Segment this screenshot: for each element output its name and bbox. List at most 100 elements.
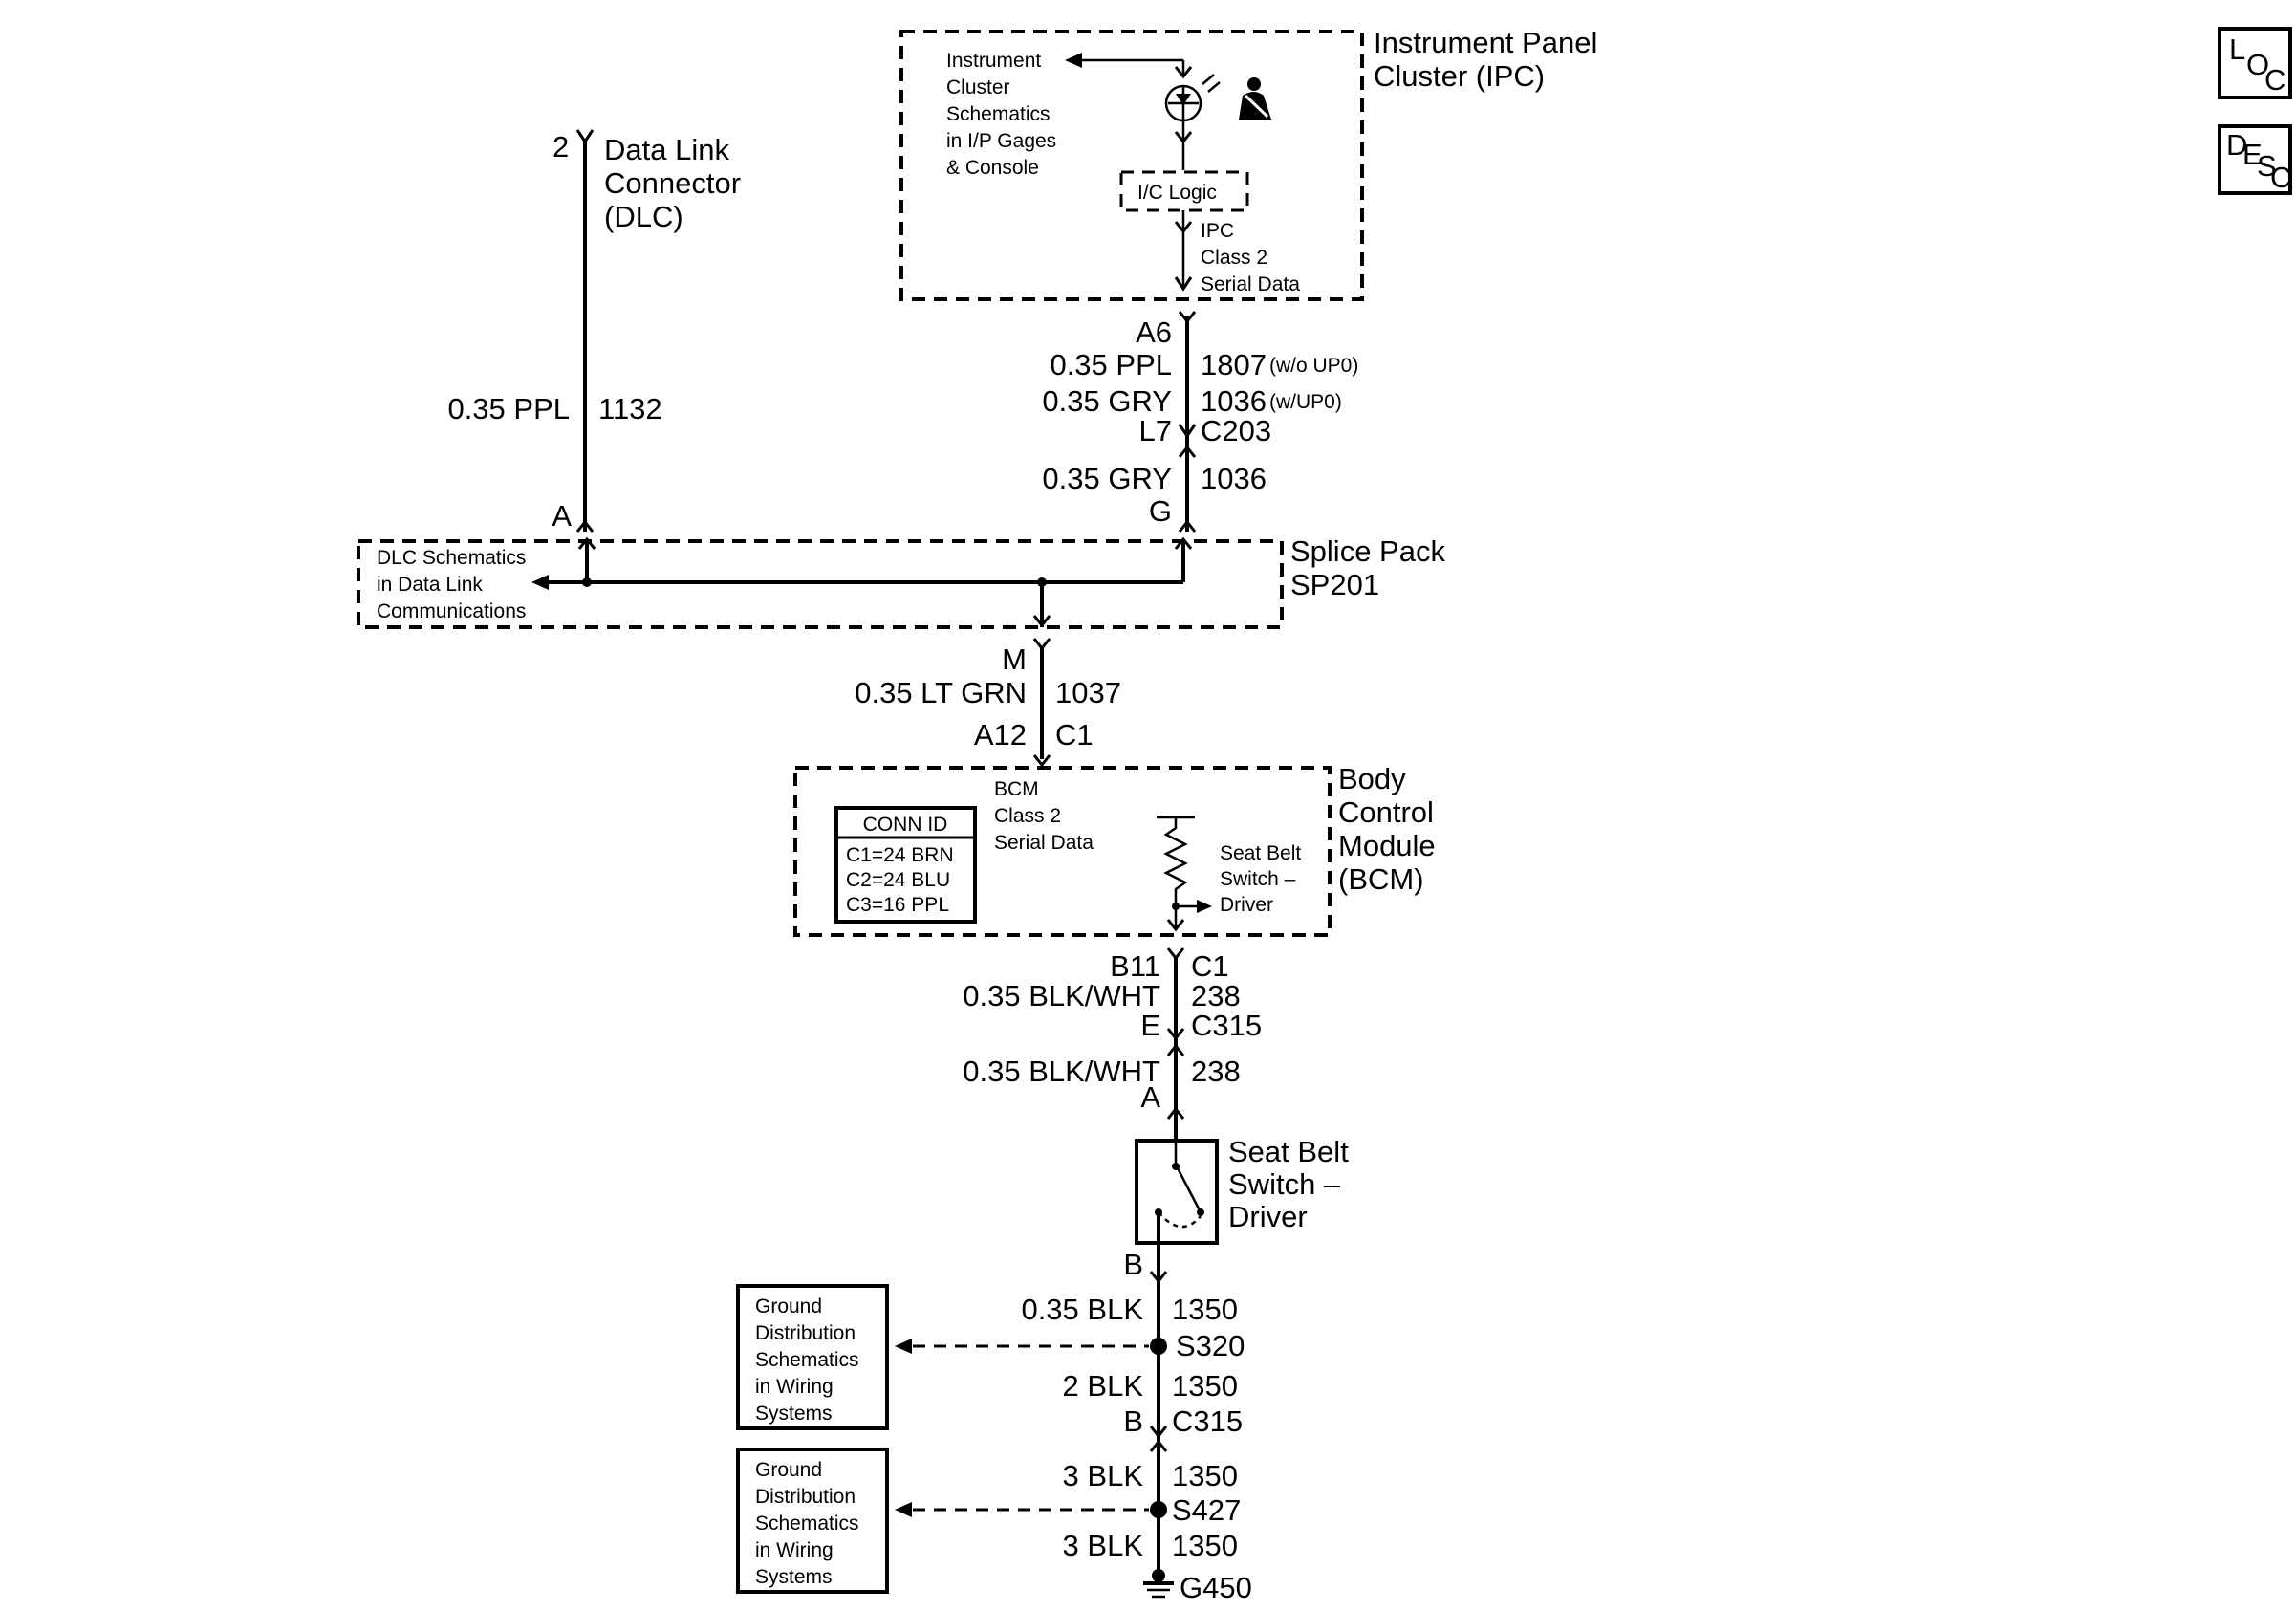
connector-a12 <box>1032 754 1051 768</box>
ipc-serial-line2: Class 2 <box>1201 247 1267 269</box>
pin-a6: A6 <box>1136 316 1172 349</box>
switch-wire-size-color-a: 0.35 BLK/WHT <box>963 979 1160 1012</box>
dlc-title-line2: Connector <box>604 166 741 200</box>
connector-c1-switch: C1 <box>1191 949 1229 983</box>
conn-id-c3: C3=16 PPL <box>846 894 949 916</box>
splice-title-line1: Splice Pack <box>1290 534 1445 568</box>
ipc-ref-arrow-head <box>1065 53 1082 68</box>
splice-ref-line1: DLC Schematics <box>377 547 526 569</box>
connector-c203-label: C203 <box>1201 414 1271 447</box>
switch-wire-size-color-b: 0.35 BLK/WHT <box>963 1055 1160 1088</box>
option-wo-up0: (w/o UP0) <box>1269 355 1358 377</box>
ic-logic-label: I/C Logic <box>1137 182 1217 204</box>
pin-a12: A12 <box>974 718 1027 751</box>
splice-node-bcm <box>1037 577 1047 587</box>
ipc-title-line1: Instrument Panel <box>1374 26 1597 59</box>
circuit-1350-b: 1350 <box>1172 1369 1238 1403</box>
ipc-serial-arrow <box>1174 276 1193 292</box>
circuit-238-b: 238 <box>1191 1055 1241 1088</box>
desc-button[interactable]: D E S C <box>2218 124 2292 195</box>
connector-a-switch <box>1166 1106 1185 1120</box>
switch-title-line2: Switch – <box>1228 1167 1341 1201</box>
connector-c203-lower <box>1178 424 1197 439</box>
ipc-ref-line1: Instrument <box>946 50 1041 72</box>
ground-ref1-line4: in Wiring <box>755 1376 834 1398</box>
splice-bcm-exit <box>1032 615 1051 628</box>
desc-letter-c: C <box>2270 161 2291 194</box>
splice-s320-label: S320 <box>1176 1329 1245 1362</box>
bcm-title-line3: Module <box>1338 829 1436 862</box>
ipc-lamp-connector-top <box>1174 66 1193 79</box>
bcm-switch-line1: Seat Belt <box>1220 842 1301 864</box>
wire-size-color-c: 0.35 GRY <box>1042 462 1172 495</box>
bcm-boundary <box>793 766 1332 937</box>
bcm-serial-line1: BCM <box>994 778 1039 800</box>
dlc-title-line3: (DLC) <box>604 200 683 233</box>
pin-b-c315: B <box>1123 1404 1143 1438</box>
ground-w2-size-color: 2 BLK <box>1063 1369 1144 1403</box>
loc-letter-o: O <box>2246 48 2269 81</box>
ipc-ref-line4: in I/P Gages <box>946 130 1056 152</box>
splice-node-dlc <box>582 577 592 587</box>
splice-ipc-entry <box>1174 536 1193 550</box>
connector-c315-label-b: C315 <box>1172 1404 1243 1438</box>
bcm-wire-size-color: 0.35 LT GRN <box>855 676 1027 709</box>
ground-g450-label: G450 <box>1180 1571 1252 1604</box>
switch-signal-wire: B11 C1 0.35 BLK/WHT 238 E C315 0.35 BLK/… <box>963 947 1262 1143</box>
splice-ref-line2: in Data Link <box>377 574 483 596</box>
ipc-title-line2: Cluster (IPC) <box>1374 59 1545 93</box>
bcm-title-line2: Control <box>1338 795 1434 829</box>
ground-ref2-line5: Systems <box>755 1566 833 1588</box>
ground-circuit: B 0.35 BLK 1350 S320 2 BLK 1350 B C315 3… <box>736 1212 1252 1604</box>
conn-id-c2: C2=24 BLU <box>846 869 950 891</box>
wire-size-color-a: 0.35 PPL <box>1050 348 1172 381</box>
loc-letter-c: C <box>2264 63 2285 97</box>
loc-button[interactable]: L O C <box>2218 27 2292 99</box>
conn-id-c1: C1=24 BRN <box>846 844 954 866</box>
conn-id-header: CONN ID <box>863 814 948 836</box>
dlc-wire-size-color: 0.35 PPL <box>447 392 570 425</box>
wire-size-color-b: 0.35 GRY <box>1042 384 1172 418</box>
ipc-serial-line1: IPC <box>1201 220 1234 242</box>
ground-ref2-line1: Ground <box>755 1459 822 1481</box>
ground-ref1-line2: Distribution <box>755 1322 856 1344</box>
connector-c1-bcm-data: C1 <box>1055 718 1094 751</box>
connector-c315-upper <box>1166 1043 1185 1056</box>
bcm-switch-line2: Switch – <box>1220 868 1296 890</box>
desc-letter-d: D <box>2226 128 2247 162</box>
pin-m: M <box>1002 642 1027 676</box>
circuit-1350-d: 1350 <box>1172 1529 1238 1562</box>
circuit-1350-a: 1350 <box>1172 1293 1238 1326</box>
desc-letter-s: S <box>2257 149 2277 183</box>
ground-ref-box-2: Ground Distribution Schematics in Wiring… <box>736 1448 889 1594</box>
splice-ref-arrow <box>531 575 549 590</box>
seatbelt-switch: Seat Belt Switch – Driver <box>1135 1135 1349 1245</box>
bcm-switch-line3: Driver <box>1220 894 1273 916</box>
pin-b11: B11 <box>1110 949 1160 983</box>
circuit-1037: 1037 <box>1055 676 1121 709</box>
circuit-1132: 1132 <box>598 392 662 425</box>
connector-c203-upper <box>1178 445 1197 458</box>
bcm-title-line4: (BCM) <box>1338 862 1424 896</box>
bcm-title-line1: Body <box>1338 762 1406 795</box>
circuit-1036-b: 1036 <box>1201 462 1267 495</box>
splice-pack: Splice Pack SP201 DLC Schematics in Data… <box>357 534 1445 629</box>
circuit-1036-a: 1036 <box>1201 384 1267 418</box>
ground-ref1-line1: Ground <box>755 1295 822 1317</box>
ground-ref2-line3: Schematics <box>755 1513 859 1535</box>
dlc-wire: 2 Data Link Connector (DLC) 0.35 PPL 113… <box>447 129 741 533</box>
dlc-pin-2: 2 <box>552 130 569 163</box>
splice-title-line2: SP201 <box>1290 568 1379 601</box>
connector-a6 <box>1178 311 1197 324</box>
pin-b-switch: B <box>1123 1248 1143 1281</box>
switch-title-line3: Driver <box>1228 1200 1308 1233</box>
connector-b-switch <box>1149 1271 1168 1284</box>
bcm-serial-line3: Serial Data <box>994 832 1094 854</box>
ground-ref2-line2: Distribution <box>755 1486 856 1508</box>
ground-ref1-line3: Schematics <box>755 1349 859 1371</box>
indicator-lamp-icon <box>1164 74 1221 122</box>
circuit-1350-c: 1350 <box>1172 1459 1238 1492</box>
ipc-serial-connector <box>1174 221 1193 234</box>
s427-ref-arrow <box>895 1502 912 1517</box>
